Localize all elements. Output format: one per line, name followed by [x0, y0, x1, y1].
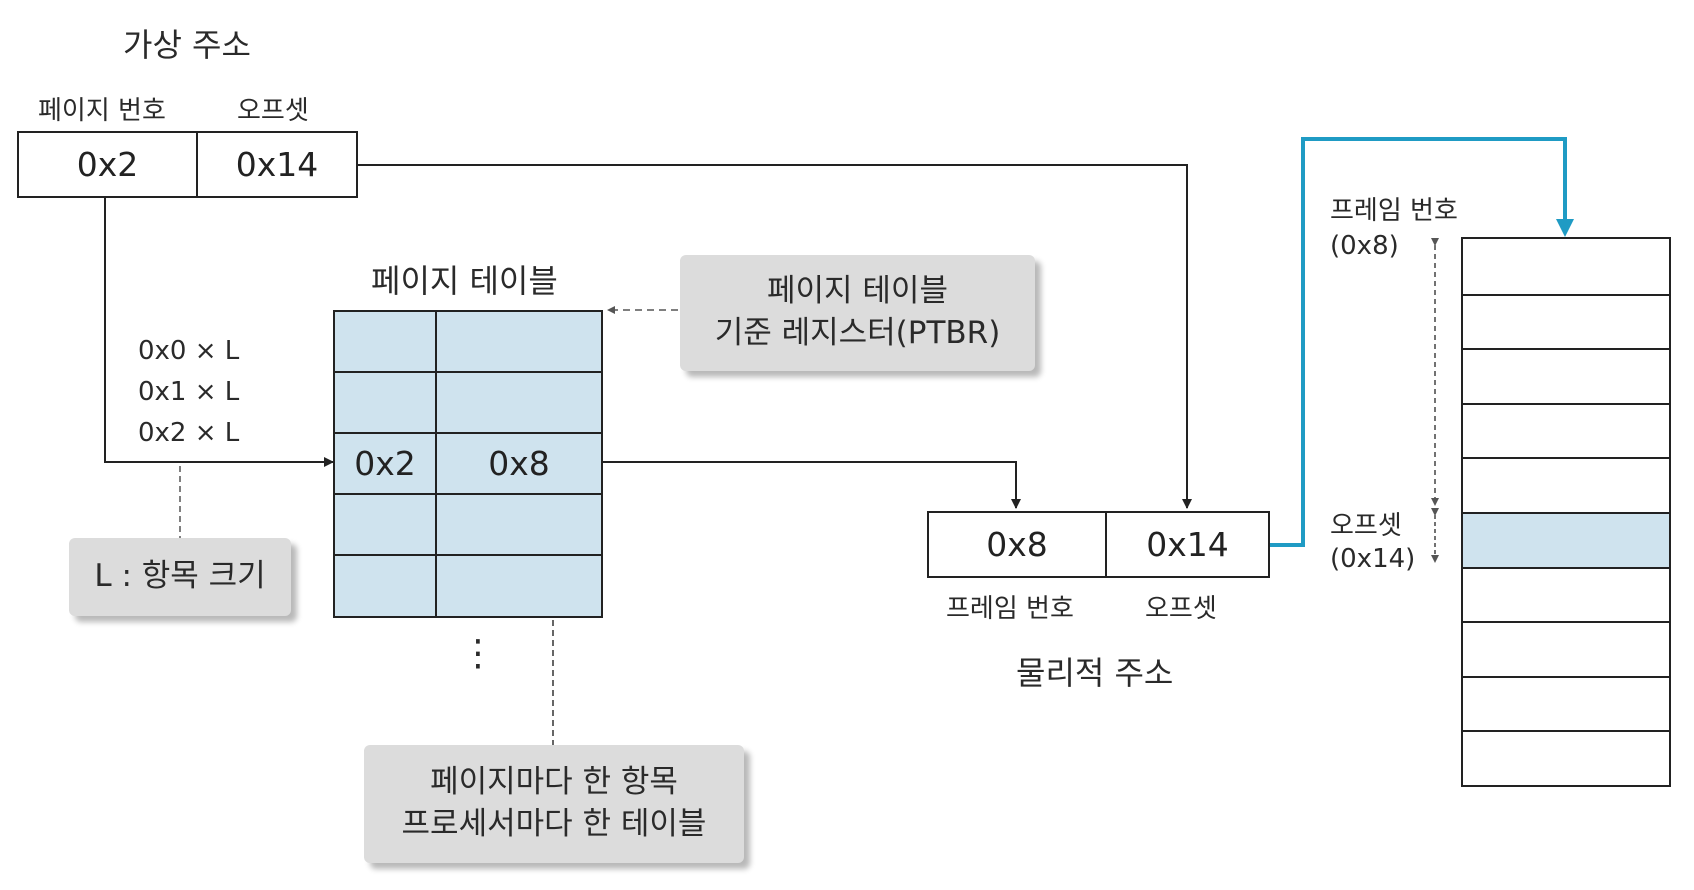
- page-table-cell: [333, 310, 437, 373]
- memory-slot: [1463, 402, 1669, 458]
- ptbr-note: 페이지 테이블 기준 레지스터(PTBR): [680, 255, 1035, 371]
- memory-offset-label: 오프셋: [1330, 511, 1402, 541]
- memory-slot: [1463, 348, 1669, 403]
- physical-frame-cell: 0x8: [927, 511, 1107, 578]
- page-table-cell: [333, 371, 437, 434]
- entry-size-note-text: L : 항목 크기: [94, 558, 266, 595]
- page-table-title: 페이지 테이블: [371, 262, 558, 300]
- memory-slot: [1463, 621, 1669, 676]
- virtual-offset-cell: 0x14: [196, 131, 358, 198]
- physical-offset-cell: 0x14: [1105, 511, 1270, 578]
- page-table-cell: [435, 310, 603, 373]
- virtual-page-number-cell: 0x2: [17, 131, 198, 198]
- offset-label: 오프셋: [237, 96, 309, 126]
- page-table: 0x2 0x8: [333, 310, 603, 618]
- page-number-label: 페이지 번호: [38, 96, 166, 126]
- memory-slot-highlighted: [1463, 512, 1669, 567]
- index-label: 0x0 × L: [138, 336, 240, 366]
- ptbr-note-line: 기준 레지스터(PTBR): [714, 315, 1001, 351]
- physical-memory: [1461, 237, 1671, 787]
- physical-to-memory-arrow: [1270, 137, 1574, 547]
- memory-slot: [1463, 293, 1669, 349]
- virtual-address-title: 가상 주소: [123, 26, 251, 64]
- page-table-cell: [333, 493, 437, 556]
- physical-offset-label: 오프셋: [1145, 594, 1217, 624]
- page-table-cell: [435, 371, 603, 434]
- page-table-index-cell: 0x2: [333, 432, 437, 495]
- page-table-cell: [333, 554, 437, 618]
- per-table-note-line: 프로세서마다 한 테이블: [401, 806, 707, 842]
- page-number-to-table-arrow: [104, 198, 334, 467]
- memory-offset-value: (0x14): [1330, 544, 1416, 574]
- per-table-note: 페이지마다 한 항목 프로세서마다 한 테이블: [364, 745, 744, 863]
- entry-size-note: L : 항목 크기: [69, 538, 291, 616]
- memory-slot: [1463, 239, 1669, 294]
- memory-frame-value: (0x8): [1330, 231, 1399, 261]
- page-table-cell: [435, 554, 603, 618]
- memory-slot: [1463, 457, 1669, 512]
- memory-slot: [1463, 566, 1669, 622]
- physical-address-title: 물리적 주소: [1016, 654, 1174, 692]
- per-table-note-line: 페이지마다 한 항목: [430, 764, 678, 801]
- physical-frame-label: 프레임 번호: [946, 594, 1074, 624]
- page-table-cell: [435, 493, 603, 556]
- index-label: 0x2 × L: [138, 418, 240, 448]
- table-continuation-ellipsis: ⋮: [460, 633, 496, 674]
- page-table-frame-cell: 0x8: [435, 432, 603, 495]
- memory-slot: [1463, 675, 1669, 731]
- frame-to-physical-arrow: [603, 461, 1021, 509]
- memory-frame-label: 프레임 번호: [1330, 196, 1458, 226]
- memory-slot: [1463, 730, 1669, 785]
- offset-to-physical-arrow: [358, 164, 1192, 509]
- ptbr-note-line: 페이지 테이블: [767, 273, 948, 310]
- index-label: 0x1 × L: [138, 377, 240, 407]
